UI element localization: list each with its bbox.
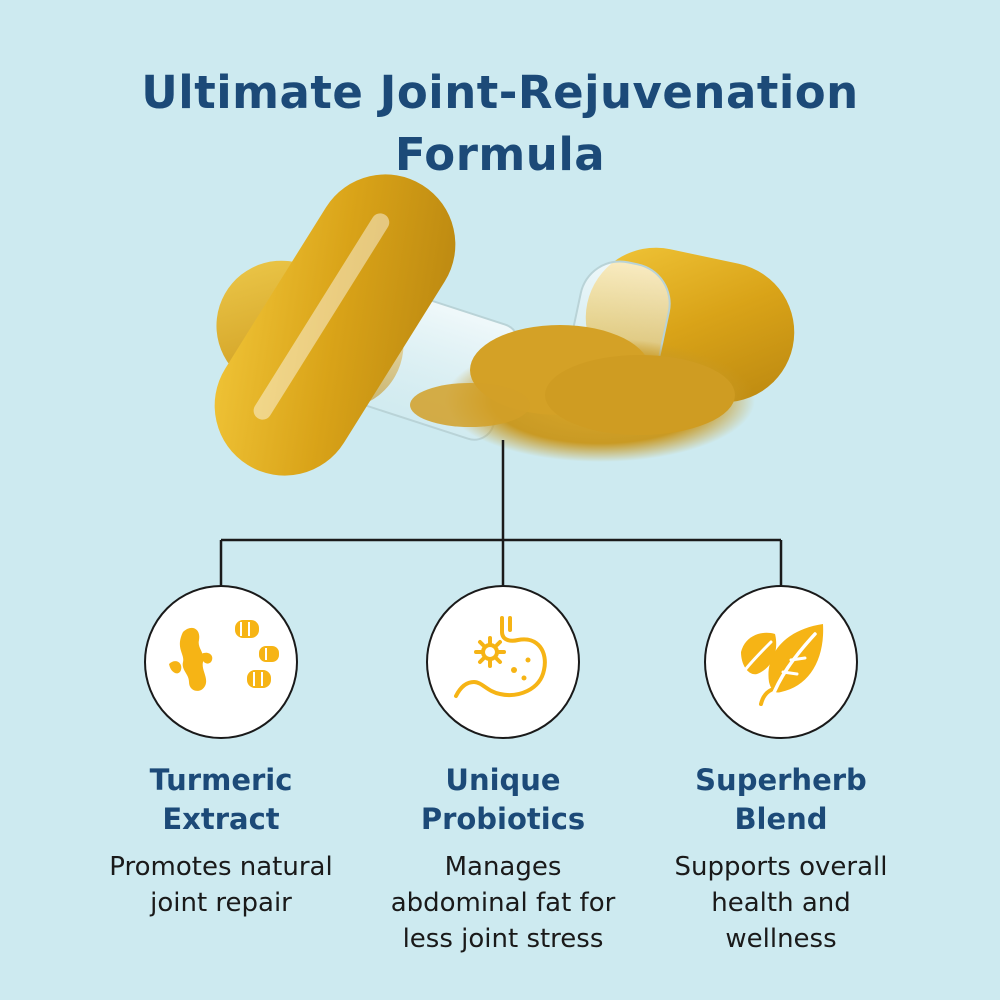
title-line-1: Ultimate Joint-Rejuvenation — [141, 66, 859, 119]
title-line-2: Formula — [394, 128, 606, 181]
feature-icon-circle — [704, 585, 858, 739]
feature-superherb-blend: Superherb Blend Supports overall health … — [631, 585, 931, 957]
turmeric-root-icon — [169, 620, 279, 691]
feature-description: Supports overall health and wellness — [674, 852, 888, 954]
feature-turmeric-extract: Turmeric Extract Promotes natural joint … — [71, 585, 371, 921]
page-title: Ultimate Joint-Rejuvenation Formula — [0, 62, 1000, 186]
leaves-icon — [741, 624, 824, 706]
feature-icon-circle — [426, 585, 580, 739]
feature-heading: Turmeric Extract — [149, 763, 293, 836]
feature-heading: Superherb Blend — [695, 763, 867, 836]
feature-icon-circle — [144, 585, 298, 739]
feature-description: Promotes natural joint repair — [109, 852, 333, 918]
feature-unique-probiotics: Unique Probiotics Manages abdominal fat … — [353, 585, 653, 957]
feature-heading: Unique Probiotics — [420, 763, 586, 836]
feature-description: Manages abdominal fat for less joint str… — [390, 852, 616, 954]
stomach-probiotic-icon — [454, 616, 547, 698]
